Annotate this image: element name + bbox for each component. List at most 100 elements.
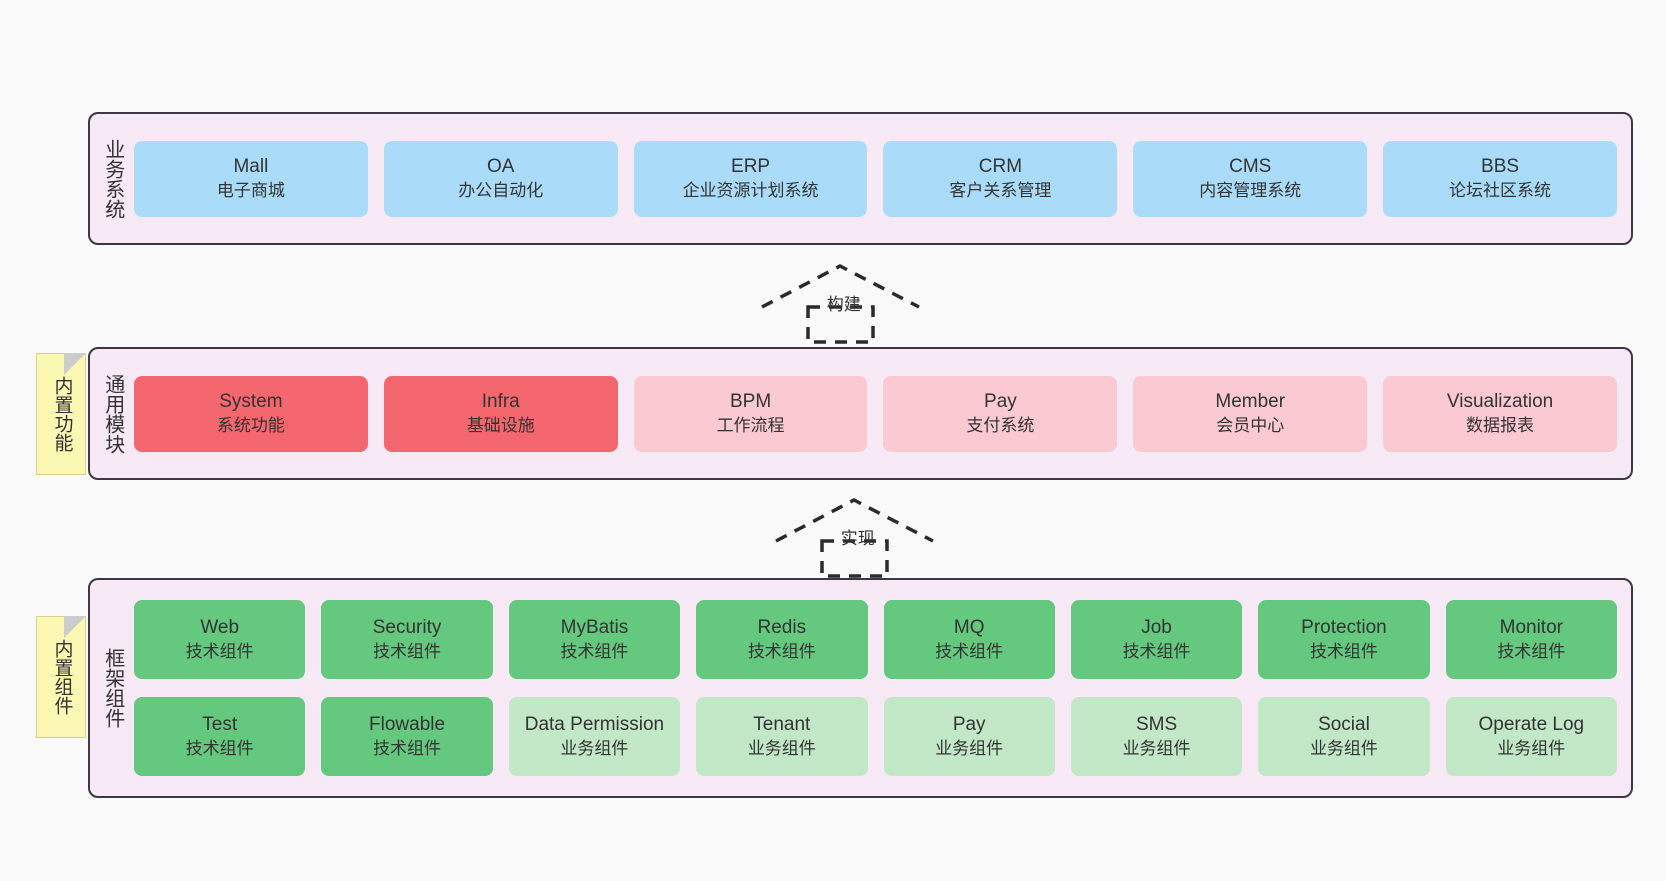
card-tenant[interactable]: Tenant 业务组件 [696, 697, 868, 776]
card-erp[interactable]: ERP 企业资源计划系统 [633, 140, 868, 217]
card-title: Social [1318, 714, 1370, 736]
card-mall[interactable]: Mall 电子商城 [134, 140, 368, 217]
card-title: Infra [481, 391, 520, 413]
card-subtitle: 技术组件 [373, 738, 442, 758]
card-subtitle: 技术组件 [373, 641, 442, 661]
card-title: Data Permission [524, 714, 665, 736]
generalization-arrow-icon [761, 264, 920, 344]
card-job[interactable]: Job 技术组件 [1070, 600, 1243, 679]
layer-label-common: 通用模块 [101, 373, 124, 454]
card-subtitle: 技术组件 [185, 738, 254, 758]
card-subtitle: 技术组件 [560, 641, 629, 661]
layer-body-business: Mall 电子商城 OA 办公自动化 ERP 企业资源计划系统 CRM 客户关系… [134, 114, 1631, 243]
card-title: MyBatis [560, 617, 629, 639]
card-operate-log[interactable]: Operate Log 业务组件 [1445, 697, 1617, 776]
card-subtitle: 技术组件 [1309, 641, 1378, 661]
card-subtitle: 业务组件 [1122, 738, 1191, 758]
card-subtitle: 内容管理系统 [1199, 180, 1302, 200]
card-title: Tenant [753, 714, 811, 736]
layer-common-modules: 通用模块 System 系统功能 Infra 基础设施 BPM 工作流程 Pay… [88, 347, 1633, 480]
card-title: Web [200, 617, 240, 639]
connector-build: 构建 [758, 262, 923, 344]
card-pay-module[interactable]: Pay 支付系统 [883, 375, 1118, 452]
card-bpm[interactable]: BPM 工作流程 [633, 375, 868, 452]
card-title: Flowable [369, 714, 446, 736]
card-subtitle: 业务组件 [1309, 738, 1378, 758]
connector-build-label: 构建 [826, 295, 861, 314]
card-title: ERP [731, 156, 771, 178]
card-title: Job [1141, 617, 1172, 639]
card-infra[interactable]: Infra 基础设施 [383, 375, 618, 452]
card-security[interactable]: Security 技术组件 [321, 600, 493, 679]
layer-body-framework: Web 技术组件 Security 技术组件 MyBatis 技术组件 Redi… [134, 580, 1631, 796]
card-subtitle: 业务组件 [1497, 738, 1566, 758]
card-title: Visualization [1446, 391, 1554, 413]
card-data-permission[interactable]: Data Permission 业务组件 [508, 697, 681, 776]
layer-framework-components: 框架组件 Web 技术组件 Security 技术组件 MyBatis 技术组件… [88, 578, 1633, 798]
card-test[interactable]: Test 技术组件 [134, 697, 306, 776]
card-subtitle: 业务组件 [560, 738, 629, 758]
card-title: Monitor [1499, 617, 1563, 639]
card-subtitle: 业务组件 [747, 738, 816, 758]
card-system[interactable]: System 系统功能 [134, 375, 368, 452]
card-title: BBS [1481, 156, 1520, 178]
card-title: Pay [952, 714, 986, 736]
card-bbs[interactable]: BBS 论坛社区系统 [1383, 140, 1617, 217]
framework-card-row-1: Web 技术组件 Security 技术组件 MyBatis 技术组件 Redi… [134, 600, 1617, 679]
card-title: OA [487, 156, 515, 178]
card-member[interactable]: Member 会员中心 [1133, 375, 1368, 452]
note-built-in-components: 内置组件 [36, 616, 86, 738]
card-title: BPM [729, 391, 772, 413]
card-flowable[interactable]: Flowable 技术组件 [321, 697, 493, 776]
note-built-in-features: 内置功能 [36, 353, 86, 475]
card-title: Test [202, 714, 238, 736]
card-protection[interactable]: Protection 技术组件 [1258, 600, 1430, 679]
card-redis[interactable]: Redis 技术组件 [696, 600, 868, 679]
card-title: CMS [1229, 156, 1272, 178]
card-cms[interactable]: CMS 内容管理系统 [1133, 140, 1368, 217]
card-title: Member [1215, 391, 1286, 413]
card-mq[interactable]: MQ 技术组件 [883, 600, 1055, 679]
note-label: 内置功能 [51, 376, 73, 452]
connector-implement: 实现 [772, 496, 937, 578]
connector-implement-label: 实现 [840, 529, 875, 548]
card-oa[interactable]: OA 办公自动化 [383, 140, 618, 217]
card-mybatis[interactable]: MyBatis 技术组件 [508, 600, 681, 679]
card-subtitle: 业务组件 [935, 738, 1004, 758]
layer-body-common: System 系统功能 Infra 基础设施 BPM 工作流程 Pay 支付系统… [134, 349, 1631, 478]
card-title: Operate Log [1478, 714, 1585, 736]
card-title: MQ [953, 617, 985, 639]
note-label: 内置组件 [51, 639, 73, 715]
card-subtitle: 客户关系管理 [949, 180, 1052, 200]
card-title: System [219, 391, 283, 413]
layer-label-framework: 框架组件 [101, 648, 124, 728]
card-crm[interactable]: CRM 客户关系管理 [883, 140, 1118, 217]
common-card-row: System 系统功能 Infra 基础设施 BPM 工作流程 Pay 支付系统… [134, 375, 1617, 452]
card-subtitle: 数据报表 [1466, 415, 1535, 435]
framework-card-row-2: Test 技术组件 Flowable 技术组件 Data Permission … [134, 697, 1617, 776]
card-social[interactable]: Social 业务组件 [1258, 697, 1430, 776]
card-title: Pay [984, 391, 1017, 413]
card-subtitle: 系统功能 [216, 415, 285, 435]
card-subtitle: 会员中心 [1216, 415, 1285, 435]
card-web[interactable]: Web 技术组件 [134, 600, 306, 679]
card-visualization[interactable]: Visualization 数据报表 [1383, 375, 1617, 452]
card-pay-component[interactable]: Pay 业务组件 [883, 697, 1055, 776]
card-subtitle: 办公自动化 [458, 180, 544, 200]
card-sms[interactable]: SMS 业务组件 [1070, 697, 1243, 776]
card-monitor[interactable]: Monitor 技术组件 [1445, 600, 1617, 679]
card-title: Mall [233, 156, 269, 178]
card-title: Protection [1301, 617, 1387, 639]
layer-business-systems: 业务系统 Mall 电子商城 OA 办公自动化 ERP 企业资源计划系统 CRM… [88, 112, 1633, 245]
layer-label-business: 业务系统 [101, 138, 124, 219]
card-subtitle: 支付系统 [966, 415, 1035, 435]
generalization-arrow-icon [775, 498, 934, 578]
card-subtitle: 论坛社区系统 [1449, 180, 1552, 200]
card-subtitle: 技术组件 [747, 641, 816, 661]
card-subtitle: 技术组件 [935, 641, 1004, 661]
card-subtitle: 基础设施 [466, 415, 535, 435]
card-subtitle: 技术组件 [1497, 641, 1566, 661]
card-title: Security [372, 617, 442, 639]
card-title: SMS [1135, 714, 1178, 736]
